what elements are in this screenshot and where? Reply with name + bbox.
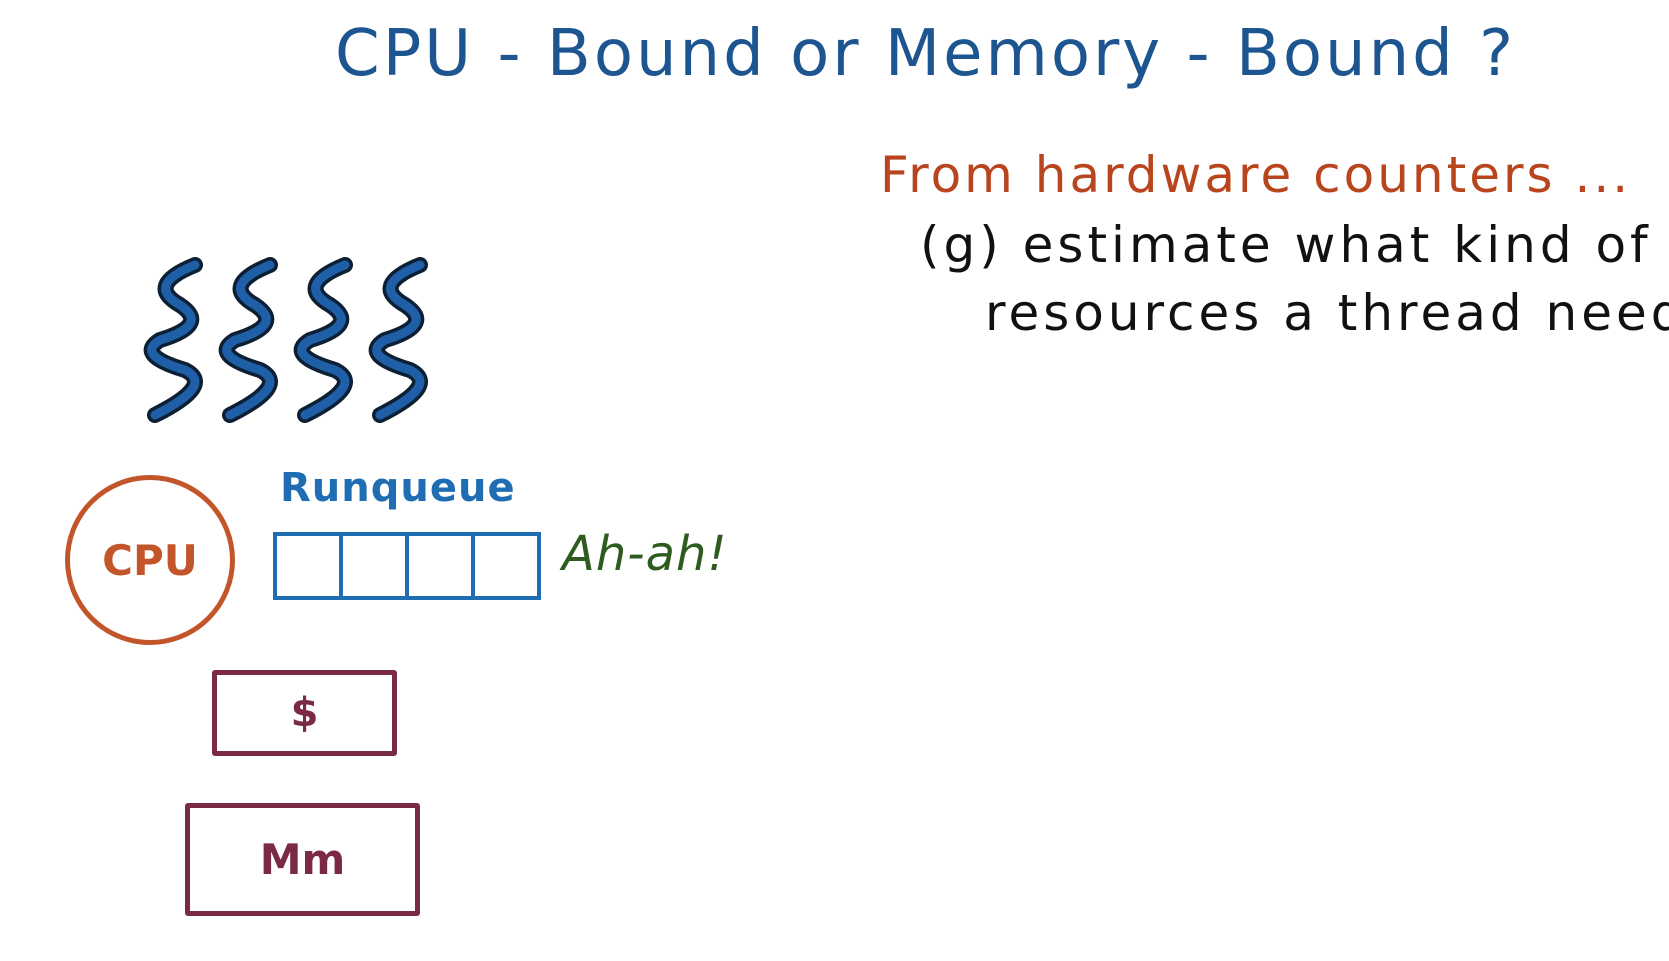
runqueue-label: Runqueue bbox=[280, 465, 516, 511]
squiggle-thread-icon bbox=[143, 257, 203, 423]
cpu-label: CPU bbox=[102, 535, 198, 585]
runqueue-slot bbox=[277, 536, 343, 596]
cache-label: $ bbox=[290, 690, 319, 736]
page-title: CPU - Bound or Memory - Bound ? bbox=[335, 17, 1517, 91]
runqueue bbox=[273, 532, 541, 600]
squiggle-thread-icon bbox=[368, 257, 428, 423]
runqueue-slot bbox=[409, 536, 475, 596]
note-line-1: (g) estimate what kind of bbox=[920, 216, 1652, 274]
runqueue-slot bbox=[343, 536, 409, 596]
memory-label: Mm bbox=[259, 835, 346, 884]
runqueue-slot bbox=[475, 536, 537, 596]
cpu-node: CPU bbox=[65, 475, 235, 645]
threads-group bbox=[140, 255, 480, 425]
memory-node: Mm bbox=[185, 803, 420, 916]
squiggle-thread-icon bbox=[218, 257, 278, 423]
squiggle-thread-icon bbox=[293, 257, 353, 423]
cache-node: $ bbox=[212, 670, 397, 756]
note-line-2: resources a thread needs. bbox=[985, 284, 1669, 342]
exclamation-note: Ah-ah! bbox=[562, 526, 728, 582]
hardware-counters-heading: From hardware counters ... bbox=[880, 146, 1632, 204]
